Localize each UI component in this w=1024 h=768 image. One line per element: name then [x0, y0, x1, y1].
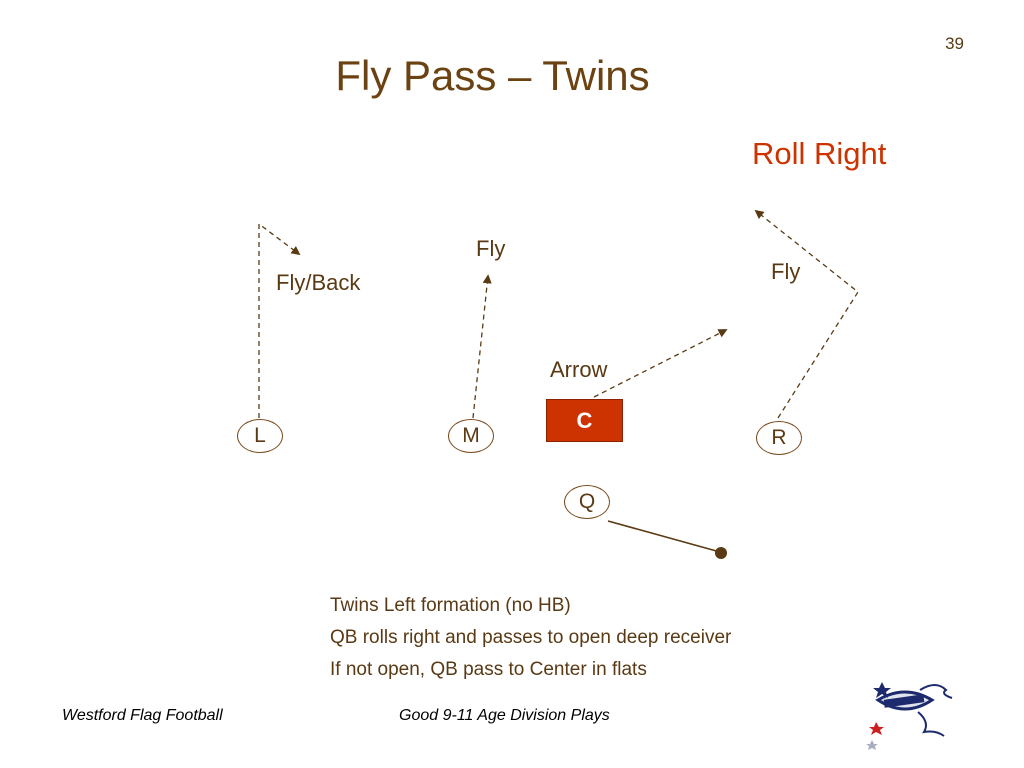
- route-left-fly-back: [258, 222, 301, 418]
- label-fly-back: Fly/Back: [276, 270, 361, 295]
- label-fly-right: Fly: [771, 259, 801, 284]
- player-center: C: [546, 399, 623, 442]
- page-number: 39: [945, 34, 964, 53]
- label-arrow: Arrow: [550, 357, 608, 382]
- player-middle: M: [448, 419, 494, 453]
- qb-roll-endpoint: [715, 547, 727, 559]
- slide-title: Fly Pass – Twins: [335, 52, 650, 99]
- play-direction: Roll Right: [752, 136, 887, 171]
- note-line: QB rolls right and passes to open deep r…: [330, 627, 732, 648]
- route-qb-roll: [607, 520, 721, 553]
- note-line: If not open, QB pass to Center in flats: [330, 659, 647, 680]
- footer-organization: Westford Flag Football: [62, 707, 223, 724]
- play-notes: Twins Left formation (no HB) QB rolls ri…: [330, 594, 850, 690]
- route-middle-fly: [472, 274, 492, 419]
- footer-playbook: Good 9-11 Age Division Plays: [399, 707, 610, 724]
- westford-logo: [866, 682, 953, 750]
- route-center-arrow: [593, 329, 728, 398]
- player-right: R: [756, 421, 802, 455]
- note-line: Twins Left formation (no HB): [330, 595, 571, 616]
- player-left: L: [237, 419, 283, 453]
- route-right-fly: [754, 209, 859, 419]
- player-quarterback: Q: [564, 485, 610, 519]
- label-fly-middle: Fly: [476, 236, 506, 261]
